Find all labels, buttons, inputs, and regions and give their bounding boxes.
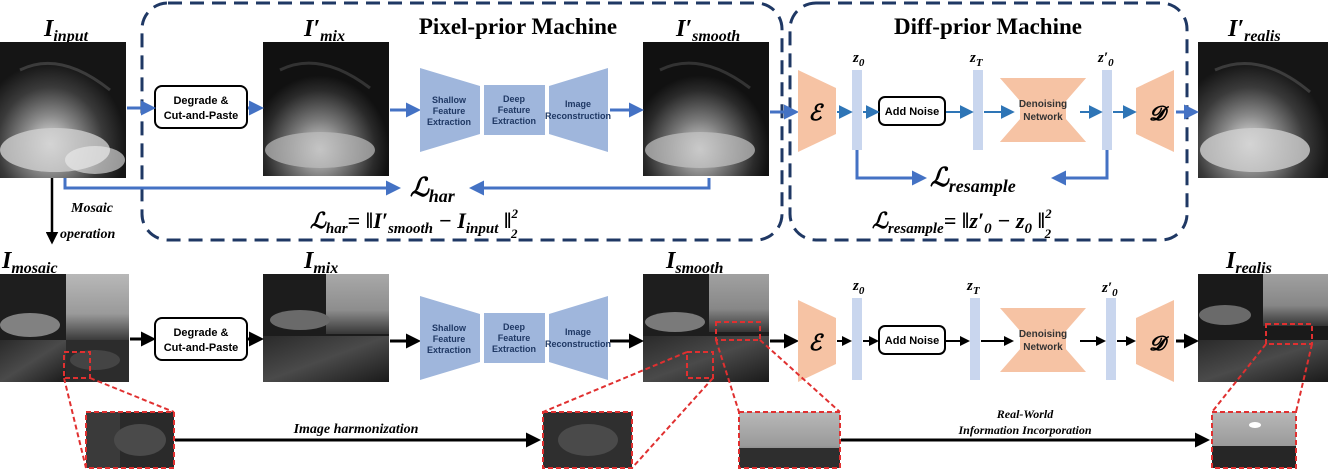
image-smooth xyxy=(643,274,769,382)
realworld-line1: Real-World xyxy=(996,407,1054,421)
pixel-prior-title: Pixel-prior Machine xyxy=(419,14,617,39)
top-recon-l2: Reconstruction xyxy=(545,111,611,121)
top-z0-label: z0 xyxy=(852,50,865,69)
mosaic-op-line2: operation xyxy=(60,227,115,242)
zoom-roi-realis xyxy=(1265,323,1313,345)
bottom-encoder xyxy=(798,300,836,382)
top-shallow-l2: Feature xyxy=(433,106,466,116)
bottom-shallow-block xyxy=(420,296,480,380)
zoom-roi-smooth xyxy=(686,351,714,379)
label-I-mix-prime: I′mix xyxy=(303,16,345,45)
bottom-zT-vector xyxy=(970,298,980,380)
top-recon-block xyxy=(549,68,608,152)
bottom-z0prime-vector xyxy=(1106,298,1116,380)
loss-resample-symbol: ℒresample xyxy=(930,163,1016,196)
top-z0prime-label: z′0 xyxy=(1097,50,1114,69)
zoom-patch-sky-before xyxy=(739,412,840,468)
top-zT-vector xyxy=(973,70,983,150)
harmonization-label: Image harmonization xyxy=(293,422,419,437)
loss-har-symbol: ℒhar xyxy=(410,173,456,206)
bottom-shallow-l1: Shallow xyxy=(432,323,467,333)
diff-prior-machine-box xyxy=(788,1,1189,242)
image-smooth-prime xyxy=(643,42,769,176)
top-recon-l1: Image xyxy=(565,99,591,109)
bottom-add-noise-text: Add Noise xyxy=(885,335,939,347)
top-z0prime-vector xyxy=(1102,70,1112,150)
bottom-denoising-l2: Network xyxy=(1023,342,1063,353)
zoom-roi-smooth-sky xyxy=(715,321,761,341)
top-shallow-l1: Shallow xyxy=(432,95,467,105)
bottom-decoder-symbol: 𝓓 xyxy=(1149,333,1169,355)
bottom-zT-label: zT xyxy=(966,278,981,297)
top-degrade-line1: Degrade & xyxy=(173,95,228,107)
bottom-denoising-l1: Denoising xyxy=(1019,329,1067,340)
top-zT-label: zT xyxy=(969,50,984,69)
bottom-degrade-line2: Cut-and-Paste xyxy=(164,342,239,354)
zoom-patch-realis xyxy=(1212,412,1296,468)
realworld-line2: Information Incorporation xyxy=(957,423,1091,437)
label-I-input: Iinput xyxy=(43,16,89,45)
label-I-smooth-prime: I′smooth xyxy=(675,16,740,45)
mosaic-op-line1: Mosaic xyxy=(70,201,114,216)
top-deep-l2: Feature xyxy=(498,105,531,115)
bottom-recon-l2: Reconstruction xyxy=(545,339,611,349)
image-realis-prime xyxy=(1198,42,1328,178)
image-realis xyxy=(1198,274,1328,382)
bottom-deep-l3: Extraction xyxy=(492,344,536,354)
top-encoder-symbol: ℰ xyxy=(808,100,824,125)
top-encoder xyxy=(798,70,836,152)
top-add-noise-text: Add Noise xyxy=(885,106,939,118)
label-I-realis-prime: I′realis xyxy=(1227,16,1281,45)
top-decoder-symbol: 𝓓 xyxy=(1149,103,1169,125)
zoom-patch-mosaic xyxy=(86,412,174,468)
top-deep-l3: Extraction xyxy=(492,116,536,126)
top-degrade-line2: Cut-and-Paste xyxy=(164,110,239,122)
bottom-deep-l1: Deep xyxy=(503,322,526,332)
bottom-deep-block xyxy=(484,313,545,363)
bottom-z0prime-label: z′0 xyxy=(1101,280,1118,299)
label-I-mosaic: Imosaic xyxy=(1,248,58,277)
bottom-decoder xyxy=(1136,300,1174,382)
top-denoising-l1: Denoising xyxy=(1019,99,1067,110)
image-mix xyxy=(263,274,389,382)
top-shallow-block xyxy=(420,68,480,152)
bottom-shallow-l3: Extraction xyxy=(427,345,471,355)
bottom-z0-vector xyxy=(852,298,862,380)
image-input xyxy=(0,42,126,178)
bottom-encoder-symbol: ℰ xyxy=(808,330,824,355)
bottom-z0-label: z0 xyxy=(852,278,865,297)
diff-prior-title: Diff-prior Machine xyxy=(894,14,1082,39)
image-mix-prime xyxy=(263,42,389,176)
zoom-patch-smooth xyxy=(543,412,632,468)
bottom-shallow-l2: Feature xyxy=(433,334,466,344)
label-I-mix: Imix xyxy=(303,248,338,277)
pixel-prior-machine-box xyxy=(140,1,784,242)
bottom-add-noise-box xyxy=(878,325,946,355)
top-deep-block xyxy=(484,85,545,135)
zoom-roi-mosaic xyxy=(63,351,91,379)
image-mosaic xyxy=(0,274,129,382)
top-decoder xyxy=(1136,70,1174,152)
top-z0-vector xyxy=(852,70,862,150)
top-denoising-l2: Network xyxy=(1023,112,1063,123)
bottom-recon-l1: Image xyxy=(565,327,591,337)
bottom-degrade-line1: Degrade & xyxy=(173,327,228,339)
bottom-deep-l2: Feature xyxy=(498,333,531,343)
bottom-recon-block xyxy=(549,296,608,380)
label-I-smooth: Ismooth xyxy=(665,248,723,277)
label-I-realis: Irealis xyxy=(1225,248,1272,277)
top-shallow-l3: Extraction xyxy=(427,117,471,127)
top-deep-l1: Deep xyxy=(503,94,526,104)
